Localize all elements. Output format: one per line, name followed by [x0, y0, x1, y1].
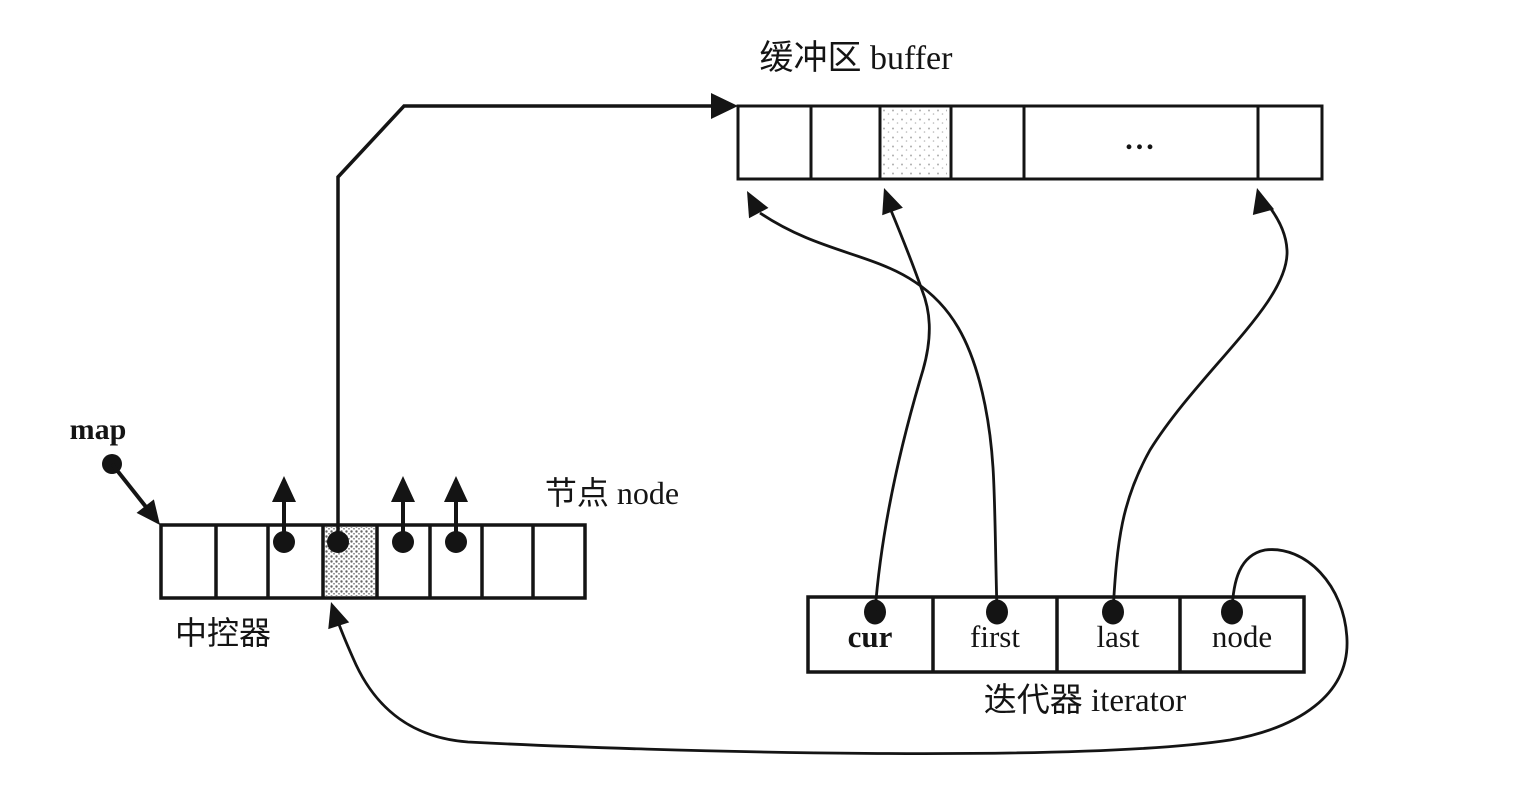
- up-arrow-head: [444, 476, 468, 502]
- node-to-map-arrow: [328, 548, 1349, 755]
- buffer-outline: [736, 104, 1324, 181]
- buffer-ellipsis: ...: [1125, 123, 1157, 156]
- map-up-arrows: [272, 476, 468, 542]
- first-to-buffer-curve: [759, 211, 999, 613]
- map-to-buffer-line: [336, 104, 712, 542]
- map-node-label: 节点 node: [544, 475, 680, 511]
- last-to-buffer-arrow: [1111, 187, 1289, 613]
- node-to-map-curve: [334, 548, 1349, 755]
- map-pointer-label: map: [69, 413, 127, 446]
- map-pointer-arrowhead: [136, 499, 160, 525]
- first-to-buffer-arrow: [747, 190, 999, 613]
- last-to-buffer-arrowhead: [1252, 187, 1275, 215]
- up-arrow-head: [272, 476, 296, 502]
- iterator-field-label-cur: cur: [847, 619, 893, 654]
- map-to-buffer-arrow: [336, 93, 738, 542]
- node-to-map-arrowhead: [328, 602, 350, 630]
- iterator-field-label-last: last: [1096, 619, 1140, 654]
- map-pointer-line: [110, 462, 152, 514]
- map-to-buffer-arrowhead: [711, 93, 738, 119]
- first-to-buffer-arrowhead: [747, 190, 769, 219]
- map-box: [159, 523, 587, 600]
- cur-to-buffer-curve: [873, 207, 931, 613]
- up-arrow-head: [391, 476, 415, 502]
- cur-to-buffer-arrowhead: [882, 187, 903, 216]
- map-pointer-arrow: [102, 454, 160, 525]
- buffer-current-cell-shading: [883, 109, 947, 176]
- iterator-label: 迭代器 iterator: [983, 683, 1187, 719]
- cur-to-buffer-arrow: [873, 187, 931, 613]
- last-to-buffer-curve: [1111, 199, 1289, 613]
- iterator-field-label-first: first: [970, 619, 1020, 654]
- map-controller-label: 中控器: [174, 615, 272, 651]
- map-outline: [159, 523, 587, 600]
- buffer-box: [736, 104, 1324, 181]
- iterator-box: [806, 595, 1306, 674]
- iterator-field-dots: [864, 599, 1243, 625]
- buffer-label: 缓冲区 buffer: [759, 40, 953, 77]
- iterator-field-label-node: node: [1211, 619, 1273, 654]
